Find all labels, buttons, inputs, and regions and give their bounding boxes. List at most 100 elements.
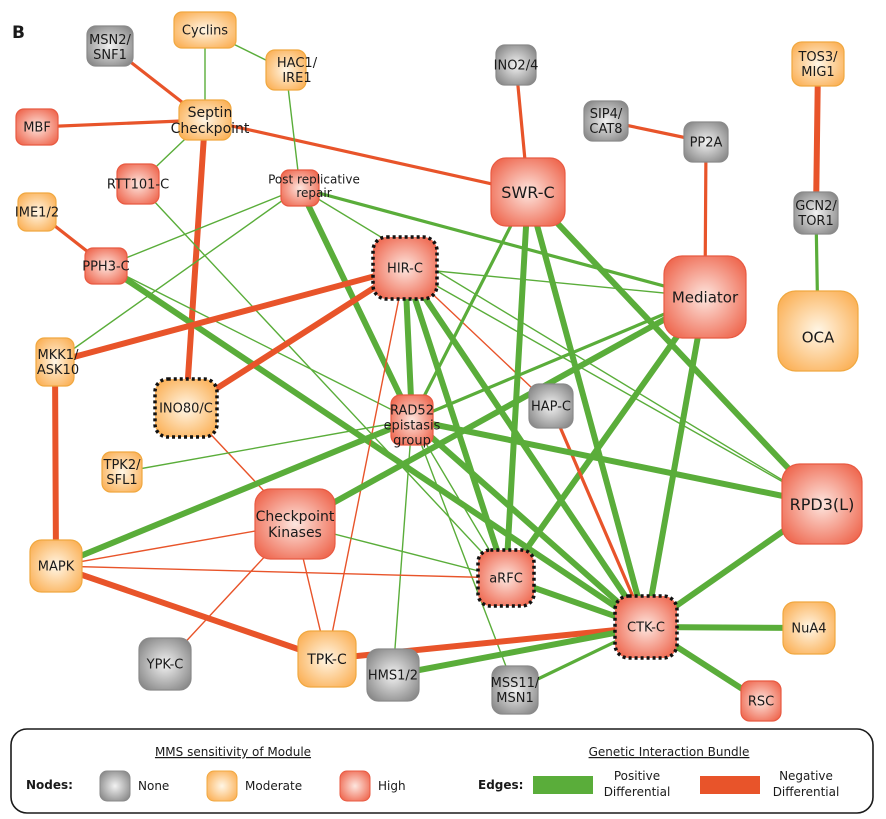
edge-rad52-ctkc <box>409 417 649 630</box>
node-hms12[interactable]: HMS1/2 <box>366 648 420 702</box>
node-label-postrep-1: repair <box>296 186 331 200</box>
edge-hirc-ctkc <box>402 265 649 630</box>
node-label-tos3-1: MIG1 <box>801 65 834 80</box>
legend-negative-line1: Negative <box>779 769 833 783</box>
node-tos3[interactable]: TOS3/MIG1 <box>791 41 845 87</box>
node-pph3[interactable]: PPH3-C <box>82 247 130 285</box>
node-label-mss11-0: MSS11/ <box>491 676 540 691</box>
node-pp2a[interactable]: PP2A <box>683 121 729 163</box>
node-mediator[interactable]: Mediator <box>663 255 747 339</box>
node-box-tpk2 <box>101 451 143 493</box>
edge-swrc-ctkc <box>525 189 649 630</box>
edge-tos3-gcn2 <box>813 61 821 216</box>
node-cyclins[interactable]: Cyclins <box>173 11 237 49</box>
node-rtt101[interactable]: RTT101-C <box>107 163 169 205</box>
node-label-gcn2-0: GCN2/ <box>795 199 837 214</box>
node-label-swrc-0: SWR-C <box>501 183 554 202</box>
node-label-mkk1-0: MKK1/ <box>38 348 80 363</box>
node-label-ctkc-0: CTK-C <box>627 621 665 636</box>
node-ime12[interactable]: IME1/2 <box>15 192 59 232</box>
node-box-oca <box>777 290 859 372</box>
edge-rad52-mss11 <box>411 419 516 691</box>
node-box-postrep <box>280 169 320 207</box>
node-box-pph3 <box>84 247 128 285</box>
legend-nodes-label: Nodes: <box>26 778 73 792</box>
edge-mapk-arfc <box>55 565 507 579</box>
edge-hapc-ctkc <box>549 404 648 629</box>
node-label-sip4-0: SIP4/ <box>590 107 623 122</box>
node-box-mapk <box>29 539 83 593</box>
node-tpkc[interactable]: TPK-C <box>297 630 357 688</box>
node-hirc[interactable]: HIR-C <box>371 235 439 301</box>
legend-none-swatch <box>99 770 131 802</box>
edge-swrc-rad52 <box>410 190 530 422</box>
node-mkk1[interactable]: MKK1/ASK10 <box>35 337 80 387</box>
node-label-hac1-1: IRE1 <box>282 71 311 86</box>
node-label-ime12-0: IME1/2 <box>15 206 59 221</box>
node-mapk[interactable]: MAPK <box>29 539 83 593</box>
legend-high-label: High <box>378 779 406 793</box>
node-rsc[interactable]: RSC <box>740 680 782 722</box>
node-mss11[interactable]: MSS11/MSN1 <box>491 665 540 715</box>
edge-rad52-hms12 <box>392 419 413 676</box>
edges-layer <box>35 29 825 704</box>
node-box-ino80 <box>153 377 219 439</box>
node-hapc[interactable]: HAP-C <box>528 383 574 429</box>
node-label-pp2a-0: PP2A <box>690 136 723 151</box>
node-box-rsc <box>740 680 782 722</box>
node-label-hirc-0: HIR-C <box>387 262 423 277</box>
node-arfc[interactable]: aRFC <box>476 548 536 608</box>
edge-rad52-tpk2 <box>121 419 413 473</box>
node-label-hms12-0: HMS1/2 <box>368 669 418 684</box>
node-box-checkpoint <box>254 488 336 560</box>
node-gcn2[interactable]: GCN2/TOR1 <box>793 191 839 235</box>
legend-moderate-swatch <box>206 770 238 802</box>
node-tpk2[interactable]: TPK2/SFL1 <box>101 451 143 493</box>
node-label-gcn2-1: TOR1 <box>797 214 833 229</box>
legend-moderate-label: Moderate <box>245 779 302 793</box>
node-label-pph3-0: PPH3-C <box>82 260 130 275</box>
node-box-hms12 <box>366 648 420 702</box>
node-box-swrc <box>490 157 566 227</box>
node-nua4[interactable]: NuA4 <box>782 601 836 655</box>
node-label-arfc-0: aRFC <box>489 572 523 587</box>
node-box-mediator <box>663 255 747 339</box>
node-rpd3[interactable]: RPD3(L) <box>781 463 863 545</box>
legend-negative-swatch <box>700 776 760 794</box>
node-label-rpd3-0: RPD3(L) <box>790 495 855 514</box>
node-box-msn2 <box>86 25 134 67</box>
node-swrc[interactable]: SWR-C <box>490 157 566 227</box>
node-ino80[interactable]: INO80/C <box>153 377 219 439</box>
edge-rpd3-hirc <box>404 267 823 505</box>
edge-postrep-mkk1 <box>54 187 301 363</box>
node-ypkc[interactable]: YPK-C <box>138 637 192 691</box>
node-hac1[interactable]: HAC1/IRE1 <box>265 49 318 91</box>
node-sip4[interactable]: SIP4/CAT8 <box>583 100 629 142</box>
legend-edges-label: Edges: <box>478 778 523 792</box>
node-box-mkk1 <box>35 337 75 387</box>
node-label-msn2-1: SNF1 <box>93 48 127 63</box>
node-box-tos3 <box>791 41 845 87</box>
node-label-ino24-0: INO2/4 <box>494 59 539 74</box>
node-mbf[interactable]: MBF <box>15 108 59 146</box>
node-box-hirc <box>371 235 439 301</box>
legend-box <box>10 728 874 814</box>
node-box-rad52 <box>390 394 434 446</box>
node-ctkc[interactable]: CTK-C <box>613 594 679 660</box>
node-label-postrep-0: Post replicative <box>268 172 360 186</box>
node-label-nua4-0: NuA4 <box>791 622 826 637</box>
node-ino24[interactable]: INO2/4 <box>494 44 539 86</box>
node-label-oca-0: OCA <box>802 328 835 346</box>
node-msn2[interactable]: MSN2/SNF1 <box>86 25 134 67</box>
node-oca[interactable]: OCA <box>777 290 859 372</box>
node-label-rsc-0: RSC <box>748 695 774 710</box>
edge-mkk1-mapk <box>52 359 59 569</box>
node-label-rad52-1: epistasis <box>384 419 441 434</box>
node-box-arfc <box>476 548 536 608</box>
legend-positive-line1: Positive <box>614 769 660 783</box>
node-label-mediator-0: Mediator <box>672 288 739 306</box>
